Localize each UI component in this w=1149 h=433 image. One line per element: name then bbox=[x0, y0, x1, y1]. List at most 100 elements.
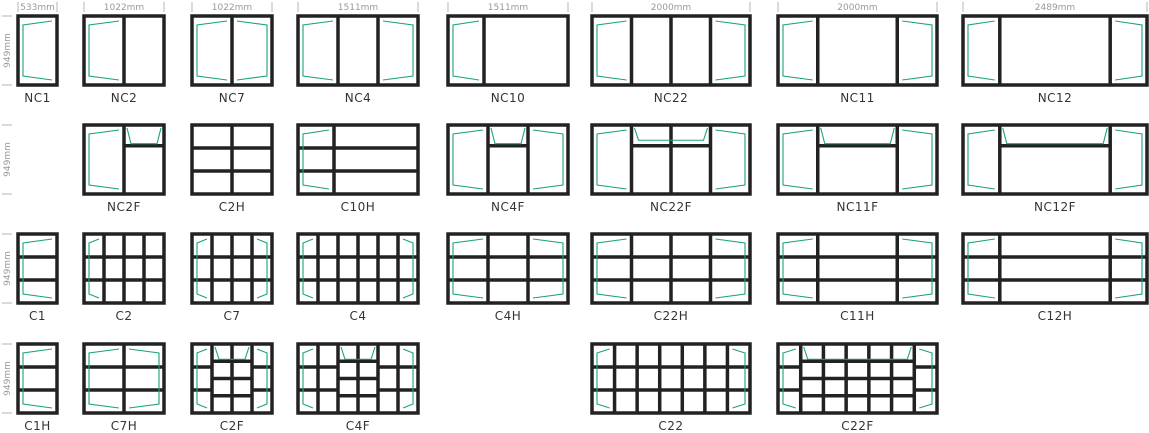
width-label: 533mm bbox=[20, 3, 55, 13]
left-hinged-sash bbox=[196, 348, 208, 409]
window-frame bbox=[82, 123, 166, 196]
window-label: NC12 bbox=[1038, 91, 1073, 105]
window-frame bbox=[82, 342, 166, 415]
right-hinged-sash bbox=[128, 348, 160, 409]
left-hinged-sash bbox=[782, 20, 813, 81]
window-frame bbox=[590, 342, 752, 415]
window-label: NC2 bbox=[111, 91, 138, 105]
window-c12h: C12H bbox=[961, 232, 1149, 323]
window-frame bbox=[296, 342, 420, 415]
window-frame bbox=[776, 232, 939, 305]
window-label: NC12F bbox=[1034, 200, 1076, 214]
right-hinged-sash bbox=[256, 238, 268, 299]
left-hinged-sash bbox=[596, 238, 627, 299]
window-label: NC4F bbox=[491, 200, 525, 214]
right-hinged-sash bbox=[715, 20, 746, 81]
width-label: 1022mm bbox=[212, 3, 252, 13]
window-label: NC11 bbox=[840, 91, 875, 105]
window-frame bbox=[961, 14, 1149, 87]
window-c1h: C1H bbox=[16, 342, 59, 433]
right-hinged-sash bbox=[1115, 20, 1143, 81]
left-hinged-sash bbox=[782, 348, 796, 409]
height-label: 949mm bbox=[3, 33, 13, 68]
top-hinged-sash bbox=[820, 127, 895, 145]
window-frame bbox=[446, 232, 570, 305]
left-hinged-sash bbox=[596, 348, 610, 409]
width-label: 1511mm bbox=[488, 3, 528, 13]
height-dimension: 949mm bbox=[2, 124, 13, 195]
width-label: 2000mm bbox=[837, 3, 877, 13]
window-label: C22H bbox=[654, 309, 689, 323]
left-hinged-sash bbox=[452, 238, 484, 299]
window-frame bbox=[190, 123, 274, 196]
window-nc4: NC4 bbox=[296, 14, 420, 105]
window-frame bbox=[190, 232, 274, 305]
window-c2: C2 bbox=[82, 232, 166, 323]
right-hinged-sash bbox=[236, 20, 268, 81]
window-frame bbox=[446, 14, 570, 87]
top-hinged-sash bbox=[803, 346, 912, 360]
right-hinged-sash bbox=[1115, 238, 1143, 299]
window-c4h: C4H bbox=[446, 232, 570, 323]
height-label: 949mm bbox=[3, 142, 13, 177]
window-label: NC22F bbox=[650, 200, 692, 214]
left-hinged-sash bbox=[302, 20, 334, 81]
left-hinged-sash bbox=[596, 20, 627, 81]
window-frame bbox=[296, 232, 420, 305]
left-hinged-sash bbox=[302, 238, 314, 299]
left-hinged-sash bbox=[596, 129, 627, 190]
window-label: C1 bbox=[29, 309, 46, 323]
window-label: NC10 bbox=[491, 91, 526, 105]
window-nc22: NC22 bbox=[590, 14, 752, 105]
left-hinged-sash bbox=[302, 129, 330, 190]
right-hinged-sash bbox=[902, 20, 933, 81]
window-c22f: C22F bbox=[776, 342, 939, 433]
window-frame bbox=[16, 14, 59, 87]
window-nc11: NC11 bbox=[776, 14, 939, 105]
window-c22h: C22H bbox=[590, 232, 752, 323]
window-nc12: NC12 bbox=[961, 14, 1149, 105]
left-hinged-sash bbox=[196, 238, 208, 299]
left-hinged-sash bbox=[22, 238, 53, 299]
window-frame bbox=[776, 123, 939, 196]
right-hinged-sash bbox=[715, 129, 746, 190]
height-label: 949mm bbox=[3, 251, 13, 286]
left-hinged-sash bbox=[782, 129, 813, 190]
left-hinged-sash bbox=[452, 129, 484, 190]
window-label: C22F bbox=[841, 419, 874, 433]
left-hinged-sash bbox=[196, 20, 228, 81]
window-frame bbox=[446, 123, 570, 196]
window-label: C10H bbox=[341, 200, 376, 214]
left-hinged-sash bbox=[967, 20, 995, 81]
window-label: C7H bbox=[111, 419, 138, 433]
right-hinged-sash bbox=[715, 238, 746, 299]
top-hinged-sash bbox=[633, 127, 709, 141]
left-hinged-sash bbox=[967, 238, 995, 299]
width-label: 1022mm bbox=[104, 3, 144, 13]
top-hinged-sash bbox=[126, 127, 162, 145]
window-label: C7 bbox=[223, 309, 240, 323]
right-hinged-sash bbox=[1115, 129, 1143, 190]
window-nc11f: NC11F bbox=[776, 123, 939, 214]
window-label: C22 bbox=[658, 419, 683, 433]
window-c1: C1 bbox=[16, 232, 59, 323]
window-c10h: C10H bbox=[296, 123, 420, 214]
window-label: C4H bbox=[495, 309, 522, 323]
window-c11h: C11H bbox=[776, 232, 939, 323]
window-label: C1H bbox=[24, 419, 51, 433]
right-hinged-sash bbox=[402, 238, 414, 299]
right-hinged-sash bbox=[902, 129, 933, 190]
left-hinged-sash bbox=[88, 129, 120, 190]
window-frame bbox=[590, 123, 752, 196]
window-frame bbox=[776, 14, 939, 87]
window-label: NC22 bbox=[654, 91, 689, 105]
width-label: 1511mm bbox=[338, 3, 378, 13]
right-hinged-sash bbox=[902, 238, 933, 299]
window-c4f: C4F bbox=[296, 342, 420, 433]
right-hinged-sash bbox=[256, 348, 268, 409]
width-label: 2489mm bbox=[1035, 3, 1075, 13]
window-c4: C4 bbox=[296, 232, 420, 323]
